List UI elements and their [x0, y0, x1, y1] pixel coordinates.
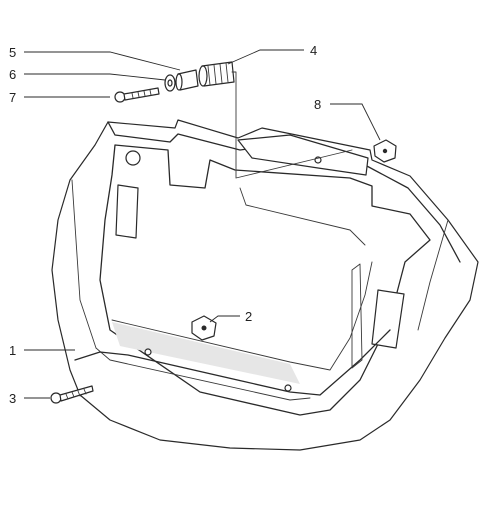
leader-lines — [24, 49, 381, 399]
leader-6 — [24, 73, 166, 81]
callout-2: 2 — [245, 309, 252, 324]
part-3-screw — [50, 385, 94, 404]
callout-3: 3 — [9, 391, 16, 406]
callout-6: 6 — [9, 67, 16, 82]
leader-8 — [330, 103, 381, 141]
callout-labels: 5 6 7 4 8 2 1 3 — [9, 43, 321, 406]
leader-4 — [227, 49, 304, 65]
part-4-knurled-nut — [198, 61, 235, 87]
part-7-bolt — [114, 87, 160, 103]
callout-7: 7 — [9, 90, 16, 105]
callout-5: 5 — [9, 45, 16, 60]
leader-5 — [24, 51, 181, 71]
callout-4: 4 — [310, 43, 317, 58]
part-8-nut — [373, 139, 397, 163]
tray-body — [51, 119, 479, 451]
callout-8: 8 — [314, 97, 321, 112]
part-5-spacer — [175, 69, 199, 91]
hardware-stack — [114, 61, 353, 179]
leader-2 — [209, 315, 240, 323]
part-6-washer — [164, 74, 176, 92]
callout-1: 1 — [9, 343, 16, 358]
